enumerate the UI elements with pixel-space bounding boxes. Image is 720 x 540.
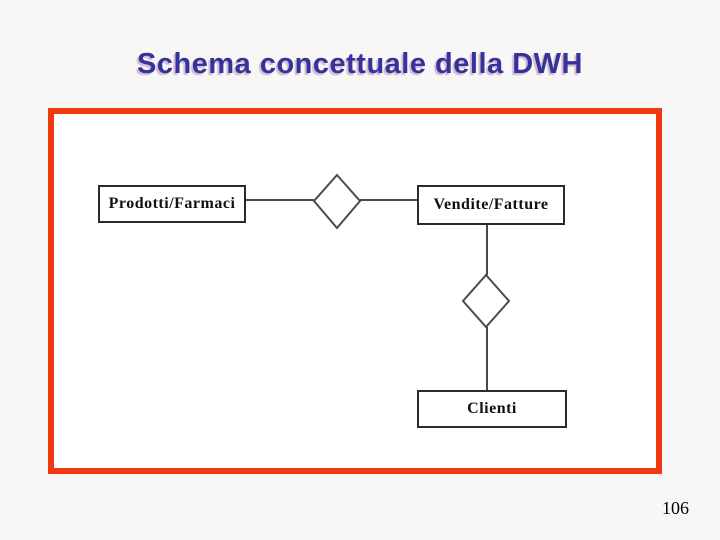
entity-prodotti-farmaci: Prodotti/Farmaci bbox=[98, 185, 246, 223]
entity-clienti: Clienti bbox=[417, 390, 567, 428]
slide-title: Schema concettuale della DWH bbox=[137, 48, 583, 80]
diagram-frame bbox=[48, 108, 662, 474]
page-number: 106 bbox=[662, 498, 689, 518]
entity-vendite-fatture: Vendite/Fatture bbox=[417, 185, 565, 225]
